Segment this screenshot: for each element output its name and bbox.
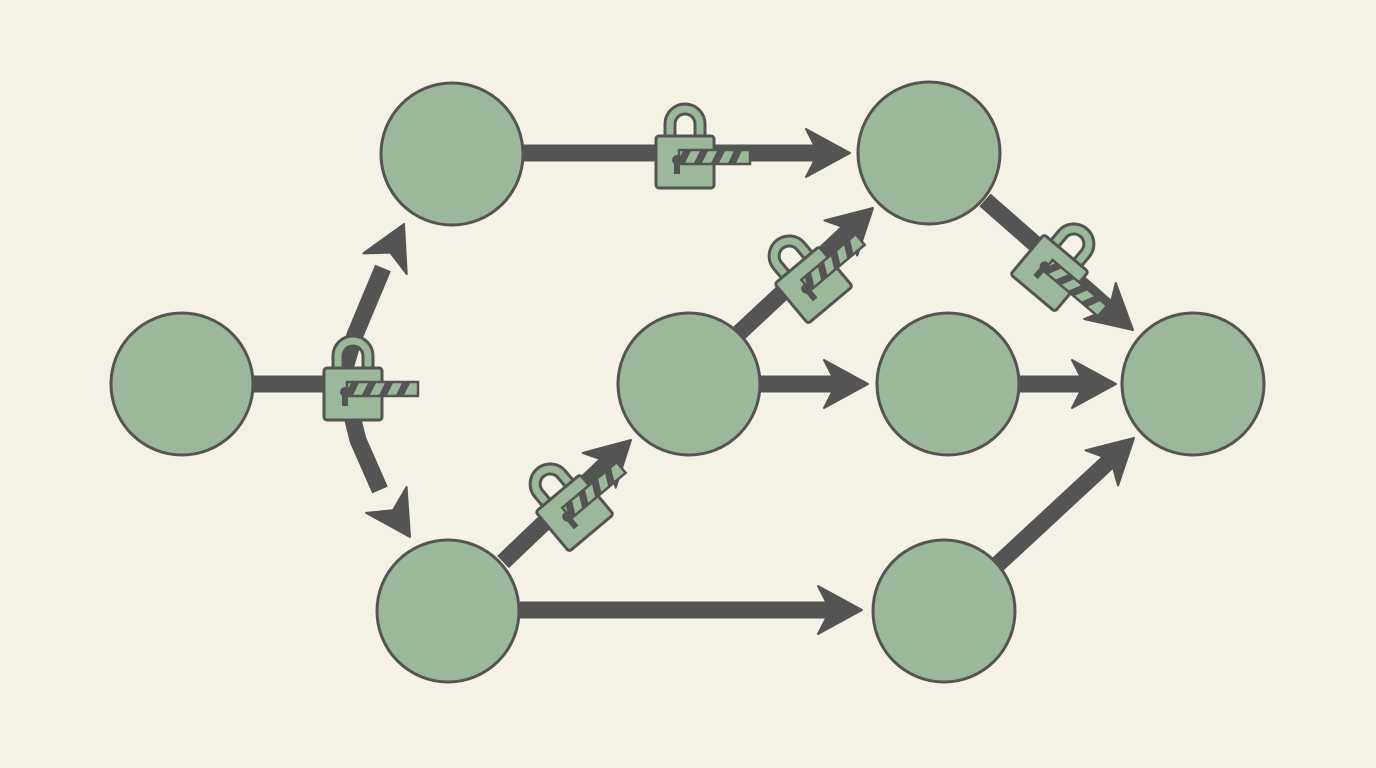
barrier-gate-icon (677, 148, 752, 166)
barrier-stripe (1081, 296, 1101, 307)
padlock-icon-shackle (770, 237, 813, 279)
barrier-stripe (728, 151, 742, 163)
keyhole-slot (674, 160, 680, 174)
lock-center-diagonal (767, 232, 867, 324)
barrier-stripe (694, 151, 708, 163)
lock-start-branch (322, 334, 420, 422)
edge-center-to-middle-right-arrowhead (823, 359, 869, 409)
barrier-stripe (1068, 285, 1088, 296)
barrier-stripe (831, 250, 841, 270)
node-start[interactable] (109, 311, 255, 457)
node-upper-left[interactable] (379, 81, 525, 227)
node-end[interactable] (1120, 311, 1266, 457)
node-lower-right[interactable] (871, 538, 1017, 684)
edge-lower-left-to-lower-right (520, 585, 863, 635)
edge-lower-right-to-end-arrowhead (1084, 437, 1135, 487)
edge-lower-right-to-end (991, 437, 1135, 572)
barrier-gate-icon (345, 380, 420, 398)
edge-start-to-lower-left-arrowhead (365, 485, 411, 538)
keyhole-slot (803, 286, 818, 302)
barrier-stripe (711, 151, 725, 163)
node-upper-right[interactable] (856, 80, 1002, 226)
edge-middle-right-to-end-arrowhead (1071, 359, 1117, 409)
barrier-stripe (677, 151, 691, 163)
node-center[interactable] (616, 311, 762, 457)
node-middle-right[interactable] (875, 311, 1021, 457)
barrier-stripe (804, 272, 815, 291)
barrier-stripe (379, 383, 393, 395)
barrier-stripe (605, 467, 615, 487)
keyhole-slot (1033, 264, 1047, 280)
keyhole-slot (564, 514, 579, 530)
barrier-stripe (396, 383, 410, 395)
node-lower-left[interactable] (375, 538, 521, 684)
barrier-stripe (345, 383, 359, 395)
keyhole-slot (342, 392, 348, 406)
padlock-icon-shackle (531, 465, 574, 507)
barrier-stripe (817, 261, 828, 281)
lock-upper-path (654, 102, 752, 190)
padlock-icon-shackle (666, 105, 704, 138)
barrier-stripe (362, 383, 376, 395)
edge-middle-right-to-end (1019, 359, 1117, 409)
barrier-stripe (565, 500, 576, 519)
barrier-gate-icon (799, 232, 867, 293)
barrier-stripe (578, 489, 589, 509)
barrier-stripe (844, 239, 854, 259)
edge-upper-left-to-upper-right-arrowhead (805, 128, 851, 178)
edge-start-to-upper-left-arrowhead (362, 223, 408, 276)
lock-lower-diagonal (528, 460, 628, 552)
edge-lower-left-to-lower-right-arrowhead (817, 585, 863, 635)
edge-start-to-upper-left (253, 223, 408, 393)
lock-end-diagonal (1010, 222, 1109, 319)
padlock-icon-shackle (1050, 225, 1093, 267)
edges-layer (253, 128, 1135, 635)
nodes-layer (109, 80, 1266, 684)
barrier-gate-icon (560, 460, 628, 521)
edge-start-to-upper-left-shaft (253, 264, 391, 393)
barrier-stripe (1055, 274, 1075, 285)
edge-lower-right-to-end-shaft (991, 452, 1118, 572)
padlock-icon-shackle (334, 337, 372, 370)
locks-layer (322, 102, 1109, 552)
edge-upper-right-to-end-arrowhead (1083, 281, 1134, 331)
barrier-stripe (592, 478, 602, 498)
edge-center-to-middle-right (760, 359, 869, 409)
barrier-stripe (1042, 263, 1062, 274)
barrier-gate-icon (1041, 258, 1109, 319)
